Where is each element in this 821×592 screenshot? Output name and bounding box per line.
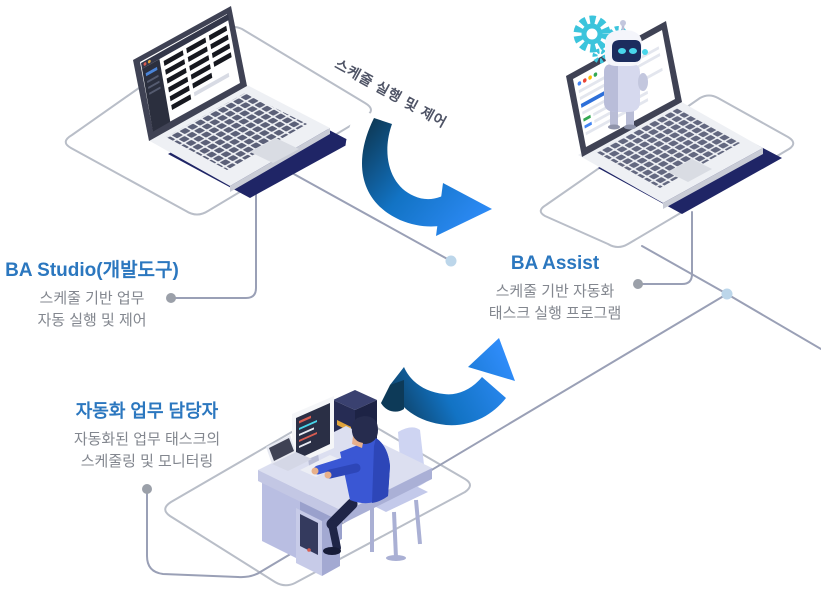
robot-visor — [612, 40, 641, 62]
ba-studio-desc: 스케줄 기반 업무 자동 실행 및 제어 — [37, 290, 147, 329]
person — [311, 416, 390, 555]
ba-assist-desc: 스케줄 기반 자동화 태스크 실행 프로그램 — [488, 283, 622, 322]
person-workstation-icon — [258, 390, 432, 576]
laptop-icon — [133, 6, 352, 198]
connector-studio-to-assist — [282, 167, 452, 262]
connector-ba-studio-label — [171, 185, 257, 299]
diamond-ba-assist — [539, 94, 795, 248]
connector-dot — [633, 279, 643, 289]
desk-laptop — [266, 435, 312, 471]
person-head — [351, 416, 378, 444]
robot-eye — [618, 48, 626, 54]
connector-dot — [142, 484, 152, 494]
robot-arm — [638, 73, 648, 91]
robot-icon — [604, 20, 648, 130]
operator-desc: 자동화된 업무 태스크의 스케줄링 및 모니터링 — [73, 431, 221, 470]
connector-dot-blue — [721, 288, 733, 300]
ba-assist-label: BA Assist 스케줄 기반 자동화 태스크 실행 프로그램 — [458, 253, 652, 325]
screen-content — [141, 13, 232, 132]
connector-long-line — [146, 293, 728, 579]
connector-exit-right — [726, 293, 821, 350]
connector-lines — [146, 167, 821, 579]
connector-junction-up — [641, 245, 728, 295]
curved-arrow-icon-bottom — [381, 325, 515, 426]
trackpad — [250, 138, 299, 163]
robot-eye — [629, 48, 637, 54]
ba-studio-label: BA Studio(개발도구) 스케줄 기반 업무 자동 실행 및 제어 — [0, 255, 184, 332]
operator-title: 자동화 업무 담당자 — [75, 401, 219, 421]
connector-dots — [142, 255, 733, 494]
trackpad — [668, 159, 712, 182]
ba-assist-title: BA Assist — [510, 253, 600, 274]
ba-studio-title: BA Studio(개발도구) — [5, 260, 179, 281]
connector-dot — [166, 293, 176, 303]
robot-legs — [610, 108, 618, 126]
laptop-base-edge — [663, 148, 763, 209]
monitor — [292, 396, 334, 473]
keyboard-keys — [596, 108, 740, 188]
laptop-robot-icon — [566, 15, 782, 214]
curved-arrow-icon-top — [344, 109, 492, 236]
operator-label: 자동화 업무 담당자 자동화된 업무 태스크의 스케줄링 및 모니터링 — [46, 397, 248, 473]
connector-dot-blue — [445, 255, 457, 267]
laptop-base-edge — [230, 128, 330, 192]
keyboard-keys — [166, 93, 307, 170]
